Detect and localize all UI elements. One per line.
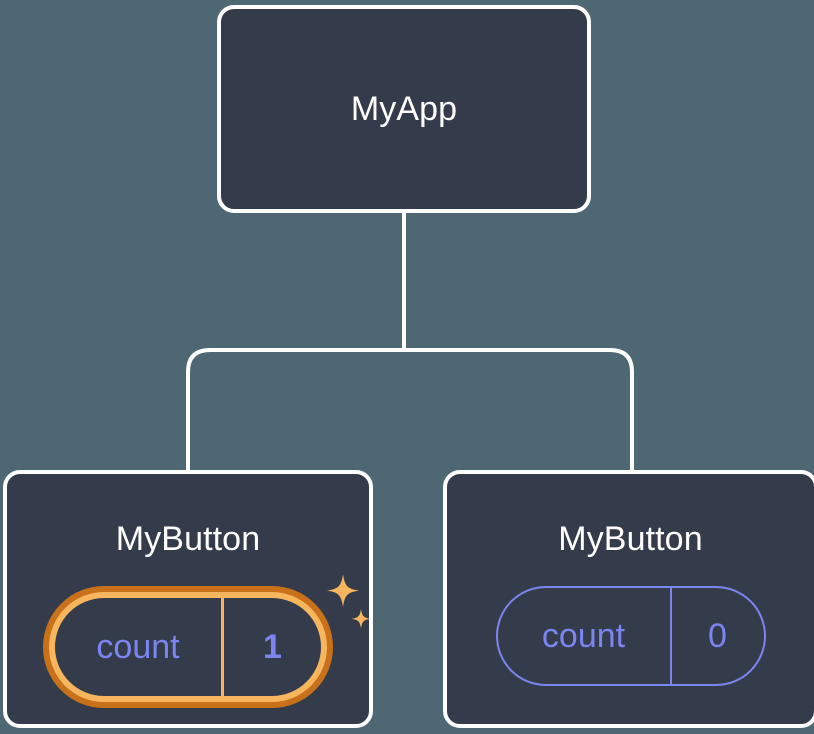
node-mybutton-right[interactable]: MyButton count 0 [443,470,814,728]
state-pill[interactable]: count 0 [495,586,766,686]
state-key: count [541,617,626,655]
node-title: MyApp [350,90,458,128]
node-title: MyButton [115,520,261,558]
node-mybutton-left[interactable]: MyButton count 1 [3,470,373,728]
connector-branch-bar [186,348,634,470]
state-pill-inner: count 1 [55,598,321,696]
node-myapp[interactable]: MyApp [217,5,591,213]
state-value: 0 [669,588,764,684]
state-pill-wrapper: count 1 [43,574,371,708]
state-pill-wrapper: count 0 [495,586,766,686]
state-pill-highlighted[interactable]: count 1 [43,586,333,708]
state-value: 1 [221,598,321,696]
sparkle-small-icon [351,609,371,629]
sparkle-large-icon [327,574,359,607]
node-title: MyButton [558,520,703,558]
state-key: count [96,628,180,666]
